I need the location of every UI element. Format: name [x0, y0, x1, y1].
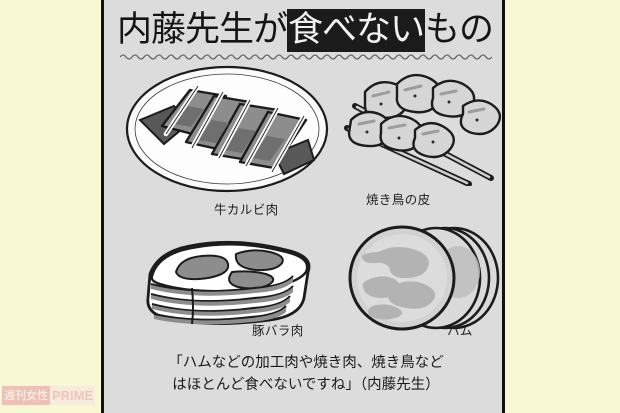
wavy-divider — [120, 52, 492, 60]
beef-short-rib-illustration — [122, 62, 332, 197]
beef-short-rib-label: 牛カルビ肉 — [214, 202, 279, 217]
ham-illustration — [342, 222, 507, 337]
quote-line-1: 「ハムなどの加工肉や焼き肉、焼き鳥など — [168, 355, 444, 371]
title-lead-text: 内藤先生が — [116, 10, 288, 50]
title-tail-text: もの — [425, 10, 494, 50]
page-title: 内藤先生が食べないもの — [116, 8, 494, 52]
watermark-prime-text: PRIME — [50, 386, 96, 405]
yakitori-chicken-skin-label: 焼き鳥の皮 — [366, 192, 431, 207]
watermark: 週刊女性 PRIME — [2, 386, 96, 405]
title-highlight-text: 食べない — [287, 8, 425, 52]
pork-belly-label: 豚バラ肉 — [252, 323, 304, 338]
ham-label: ハム — [447, 323, 473, 338]
quote-caption: 「ハムなどの加工肉や焼き肉、焼き鳥など はほとんど食べないですね」（内藤先生） — [118, 352, 494, 396]
illustration-panel: 内藤先生が食べないもの — [101, 0, 505, 413]
pork-belly-illustration — [132, 228, 322, 333]
yakitori-chicken-skin-illustration — [341, 66, 501, 186]
watermark-jp-text: 週刊女性 — [2, 386, 50, 405]
quote-line-2: はほとんど食べないですね」（内藤先生） — [172, 377, 440, 393]
